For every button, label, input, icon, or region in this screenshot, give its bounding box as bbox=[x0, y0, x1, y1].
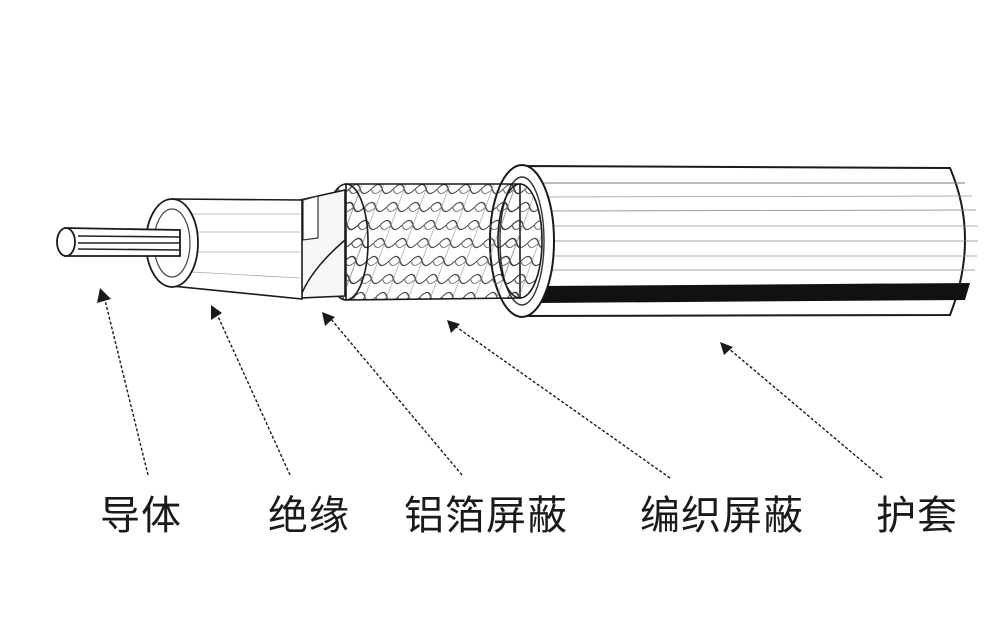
arrow-jacket bbox=[727, 347, 883, 479]
leader-arrows bbox=[103, 295, 883, 479]
foil-shield-layer bbox=[299, 189, 346, 299]
insulation-label: 绝缘 bbox=[268, 493, 350, 539]
jacket-layer bbox=[489, 164, 978, 318]
braid-shield-layer bbox=[323, 183, 543, 301]
arrow-heads bbox=[97, 288, 733, 355]
arrow-conductor bbox=[103, 295, 149, 476]
braid-shield-label: 编织屏蔽 bbox=[640, 493, 804, 539]
foil-shield-label: 铝箔屏蔽 bbox=[404, 493, 568, 539]
arrow-braid-shield bbox=[454, 325, 671, 479]
conductor-layer bbox=[56, 227, 181, 257]
conductor-label: 导体 bbox=[100, 493, 182, 539]
arrow-foil-shield bbox=[329, 317, 463, 476]
jacket-label: 护套 bbox=[876, 493, 958, 539]
arrow-insulation bbox=[215, 311, 291, 476]
jacket-stripe bbox=[538, 283, 970, 303]
